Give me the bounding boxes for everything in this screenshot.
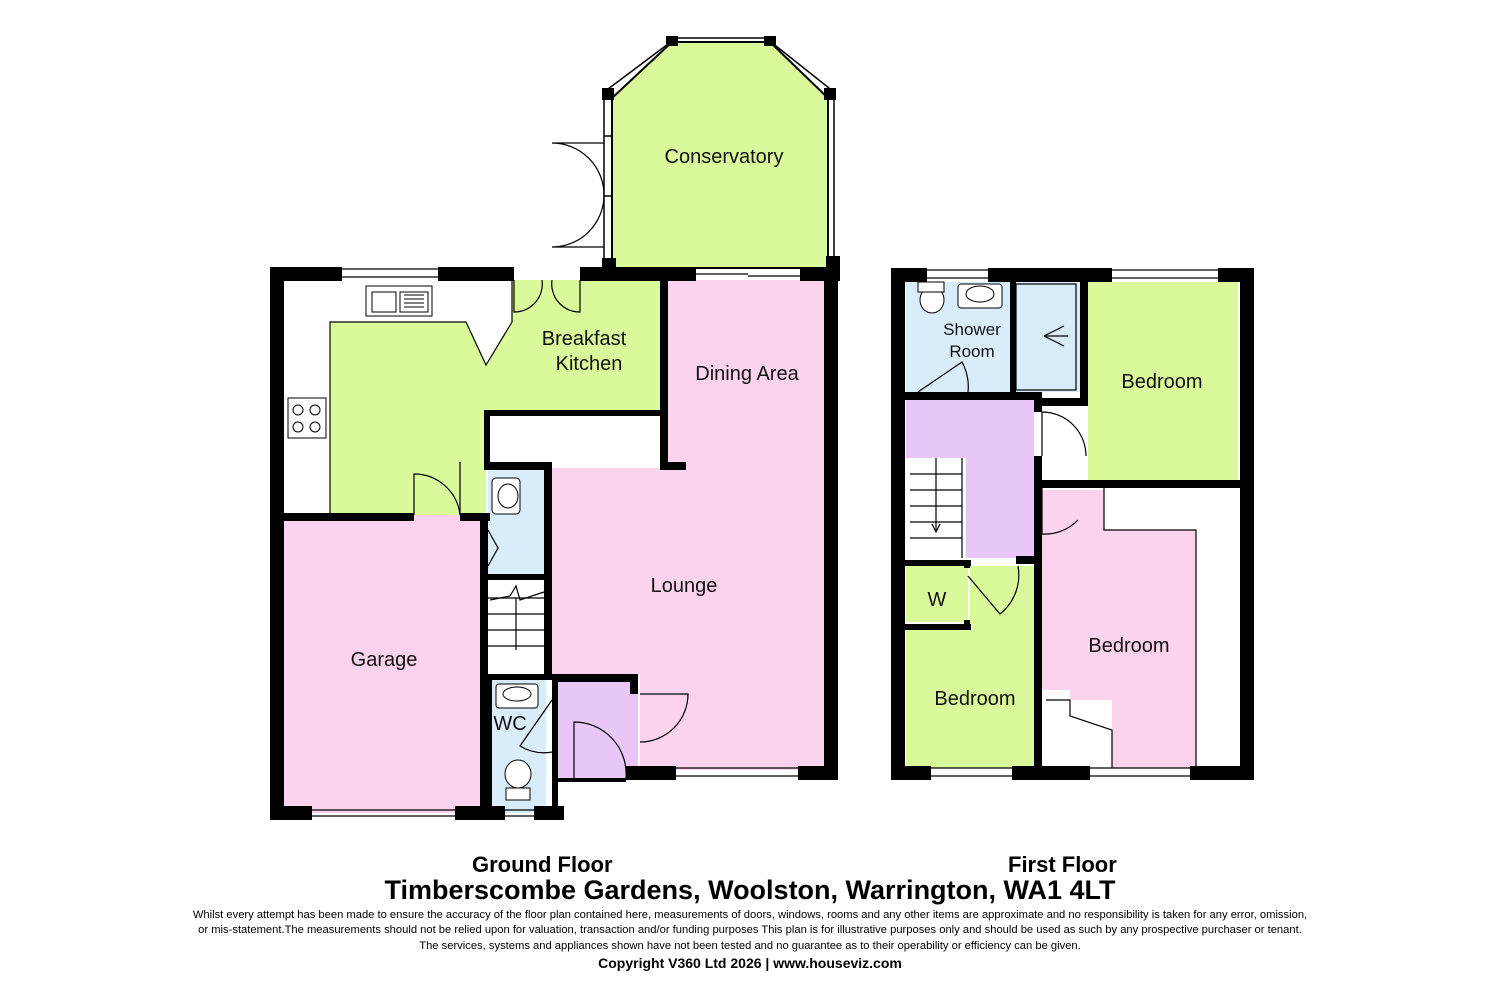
bedroom-middle-cupboard <box>1046 700 1112 766</box>
ground-floor-title: Ground Floor <box>472 852 613 877</box>
breakfast-kitchen-room <box>330 280 665 515</box>
landing-room <box>906 400 1034 558</box>
label-dining-area: Dining Area <box>695 363 799 385</box>
label-bedroom-middle: Bedroom <box>1088 635 1169 657</box>
label-wardrobe: W <box>928 589 947 611</box>
ground-floor-fills <box>284 42 828 813</box>
label-breakfast-line2: Kitchen <box>556 353 623 375</box>
conservatory-room <box>612 42 828 268</box>
ground-floor-walls <box>270 267 840 820</box>
copyright-notice: Copyright V360 Ltd 2026 | www.houseviz.c… <box>598 955 902 971</box>
property-address: Timberscombe Gardens, Woolston, Warringt… <box>384 875 1116 905</box>
first-floor-appliances <box>917 281 1003 314</box>
ground-appliances <box>287 285 539 801</box>
disclaimer-line2: or mis-statement.The measurements should… <box>198 924 1302 936</box>
garage-room <box>284 515 482 813</box>
wardrobe-room <box>906 566 968 622</box>
bedroom-top-right-room <box>1088 282 1238 480</box>
label-bedroom-bottom-left: Bedroom <box>934 688 1015 710</box>
toilet-icon <box>504 759 532 789</box>
label-lounge: Lounge <box>651 575 718 597</box>
label-shower-line1: Shower <box>943 320 1001 339</box>
ground-stairs <box>488 580 546 672</box>
label-wc: WC <box>493 713 526 735</box>
kitchen-store <box>490 420 660 460</box>
disclaimer-line1: Whilst every attempt has been made to en… <box>192 909 1308 921</box>
label-conservatory: Conservatory <box>665 146 784 168</box>
label-breakfast-line1: Breakfast <box>542 328 627 350</box>
bedroom-middle-room <box>1040 490 1196 768</box>
hob-icon <box>287 397 327 439</box>
ground-floor-fixtures <box>312 142 800 817</box>
lounge-dining-room <box>548 280 826 770</box>
hall-room <box>556 680 638 780</box>
conservatory-posts <box>602 36 840 272</box>
label-garage: Garage <box>351 649 418 671</box>
label-bedroom-top-right: Bedroom <box>1121 371 1202 393</box>
first-floor-walls <box>891 268 1254 780</box>
label-shower-line2: Room <box>949 342 994 361</box>
bedroom-bottom-left-room <box>906 566 1034 768</box>
first-floor-fills <box>906 282 1238 768</box>
first-floor-fixtures <box>892 269 1218 777</box>
disclaimer-line3: The services, systems and appliances sho… <box>419 940 1081 952</box>
first-floor-title: First Floor <box>1008 852 1117 877</box>
